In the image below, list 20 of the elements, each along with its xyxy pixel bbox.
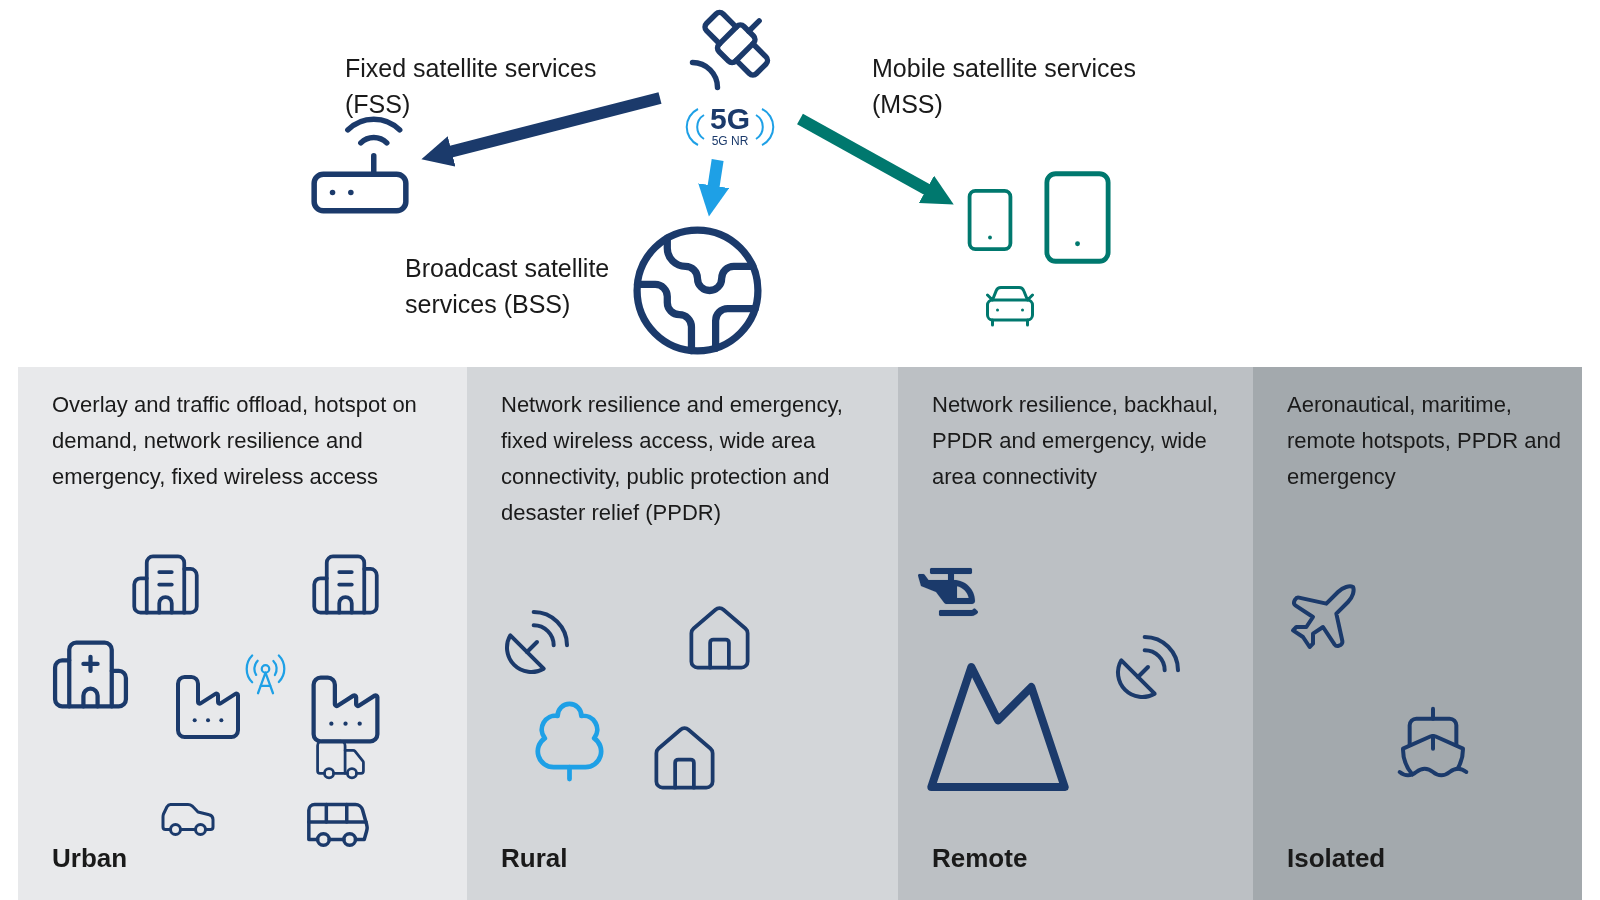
network-label: 5G xyxy=(710,104,750,134)
edge-label: Mobile satellite services (MSS) xyxy=(872,53,1137,120)
use-case-text: Network resilience, backhaul, PPDR and emergency, wide area connectivity xyxy=(932,391,1220,491)
use-case-text: Network resilience and emergency, fixed wireless access, wide area connectivity, public protection and desaster relief (PPDR) xyxy=(501,391,844,527)
area-heading: Rural xyxy=(501,842,568,875)
edge-label: Broadcast satellite services (BSS) xyxy=(405,253,611,320)
area-heading: Remote xyxy=(932,842,1028,875)
arrow xyxy=(421,92,662,167)
edge-label: Fixed satellite services (FSS) xyxy=(345,53,598,120)
area-band xyxy=(467,367,898,900)
area-band xyxy=(1253,367,1582,900)
arrow xyxy=(797,113,954,205)
network-label: 5G NR xyxy=(711,134,749,149)
arrow xyxy=(698,159,730,217)
use-case-text: Overlay and traffic offload, hotspot on demand, network resilience and emergency, fixed wireless access xyxy=(52,391,418,491)
area-heading: Urban xyxy=(52,842,128,875)
area-band xyxy=(18,367,467,900)
area-band xyxy=(898,367,1253,900)
area-heading: Isolated xyxy=(1287,842,1386,875)
use-case-text: Aeronautical, maritime, remote hotspots, PPDR and emergency xyxy=(1287,391,1562,491)
